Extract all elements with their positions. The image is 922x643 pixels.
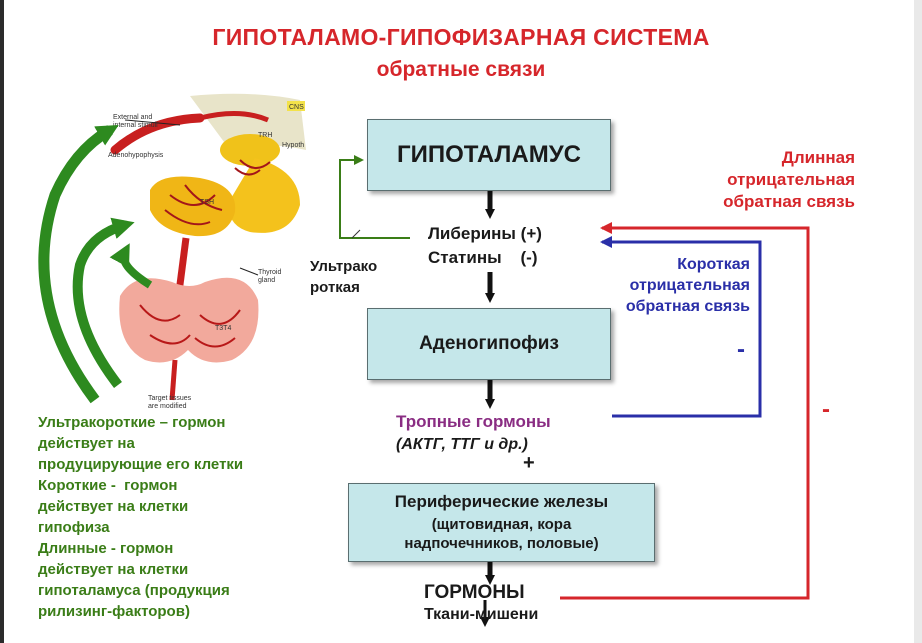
capillary-shape	[164, 184, 223, 226]
illus-label-external: External and	[113, 114, 152, 121]
long-feedback-label: Длинная отрицательная обратная связь	[660, 147, 855, 213]
ultrashort-line2: роткая	[310, 279, 360, 296]
legend-line: рилизинг-факторов)	[38, 603, 190, 620]
statins-label: Статины (-)	[428, 248, 538, 267]
blood-vessel-shape	[169, 359, 178, 401]
short-feedback-label: Короткая отрицательная обратная связь	[560, 254, 750, 317]
tropic-examples-label: (АКТГ, ТТГ и др.)	[396, 436, 528, 453]
short-feedback-line1: Короткая	[677, 256, 750, 273]
capillary-shape	[234, 159, 271, 176]
tick-mark	[351, 229, 361, 239]
illus-label-adenohypophysis: Adenohypophysis	[108, 152, 164, 159]
illus-label-modified: are modified	[148, 403, 187, 410]
legend-line: действует на клетки	[38, 498, 189, 515]
illus-label-hypoth: Hypoth	[282, 142, 304, 149]
short-feedback-arrow	[600, 236, 762, 418]
plus-sign: +	[523, 452, 535, 474]
subtitle: обратные связи	[376, 58, 546, 81]
legend-line: продуцирующие его клетки	[38, 456, 244, 473]
blood-vessel-shape	[110, 113, 205, 155]
illus-label-internal: internal stimuli	[113, 122, 158, 129]
peripheral-glands-sub1: (щитовидная, кора	[431, 516, 572, 533]
liberins-label: Либерины (+)	[428, 224, 542, 243]
long-feedback-line1: Длинная	[781, 148, 855, 167]
long-feedback-line3: обратная связь	[723, 192, 855, 211]
tropic-hormones-label: Тропные гормоны	[396, 412, 551, 431]
blood-vessel-shape	[199, 110, 269, 123]
brain-region-shape	[190, 93, 306, 150]
legend-line: Ультракороткие – гормон	[38, 414, 226, 431]
short-feedback-illus-arrow	[72, 217, 135, 389]
right-edge	[914, 0, 922, 643]
pointer-line	[124, 119, 181, 126]
legend-line: Короткие - гормон	[38, 477, 178, 494]
legend-line: Длинные - гормон	[38, 540, 174, 557]
peripheral-glands-box: Периферические железы (щитовидная, кора …	[348, 483, 655, 562]
long-feedback-arrow	[560, 222, 810, 600]
ultrashort-feedback-illus-arrow	[109, 243, 153, 289]
title: ГИПОТАЛАМО-ГИПОФИЗАРНАЯ СИСТЕМА	[212, 24, 710, 50]
legend-line: действует на	[38, 435, 135, 452]
long-feedback-line2: отрицательная	[727, 170, 855, 189]
ultrashort-feedback-label: Ультрако роткая	[310, 256, 377, 298]
target-tissues-label: Ткани-мишени	[424, 606, 539, 623]
peripheral-glands-sub2: надпочечников, половые)	[404, 535, 599, 552]
legend-line: действует на клетки	[38, 561, 189, 578]
peripheral-glands-title: Периферические железы	[394, 492, 609, 511]
hypothalamus-box: ГИПОТАЛАМУС	[367, 119, 611, 191]
adenohypophysis-box: Аденогипофиз	[367, 308, 611, 380]
left-edge	[0, 0, 4, 643]
illus-label-tsh: TSH	[200, 199, 214, 206]
illus-label-t3t4: T3T4	[215, 325, 231, 332]
short-feedback-line2: отрицательная	[629, 277, 750, 294]
thyroid-gland-shape	[119, 277, 259, 363]
short-feedback-line3: обратная связь	[625, 298, 750, 315]
ultrashort-feedback-arrow	[339, 155, 410, 239]
illus-label-gland: gland	[258, 277, 275, 284]
capillary-shape	[139, 304, 241, 348]
ultrashort-line1: Ультрако	[310, 258, 378, 275]
long-feedback-illus-arrow	[38, 125, 119, 404]
legend-line: гипофиза	[38, 519, 110, 536]
hormones-label: ГОРМОНЫ	[424, 582, 525, 603]
pointer-line	[239, 267, 259, 276]
illus-label-thyroid: Thyroid	[258, 269, 281, 276]
hypothalamus-shape	[220, 134, 280, 166]
posterior-pituitary-shape	[229, 158, 300, 233]
short-feedback-minus: -	[737, 336, 745, 363]
illus-label-target: Target tissues	[148, 395, 192, 402]
illus-label-trh: TRH	[258, 132, 272, 139]
illus-label-cns: CNS	[289, 104, 304, 111]
adenohypophysis-shape	[150, 176, 236, 237]
cns-badge	[287, 101, 305, 111]
legend: Ультракороткие – гормон действует на про…	[38, 412, 328, 622]
anatomy-illustration: External and internal stimuli Adenohypop…	[38, 93, 306, 410]
legend-line: гипоталамуса (продукция	[38, 582, 230, 599]
long-feedback-minus: -	[822, 396, 830, 423]
